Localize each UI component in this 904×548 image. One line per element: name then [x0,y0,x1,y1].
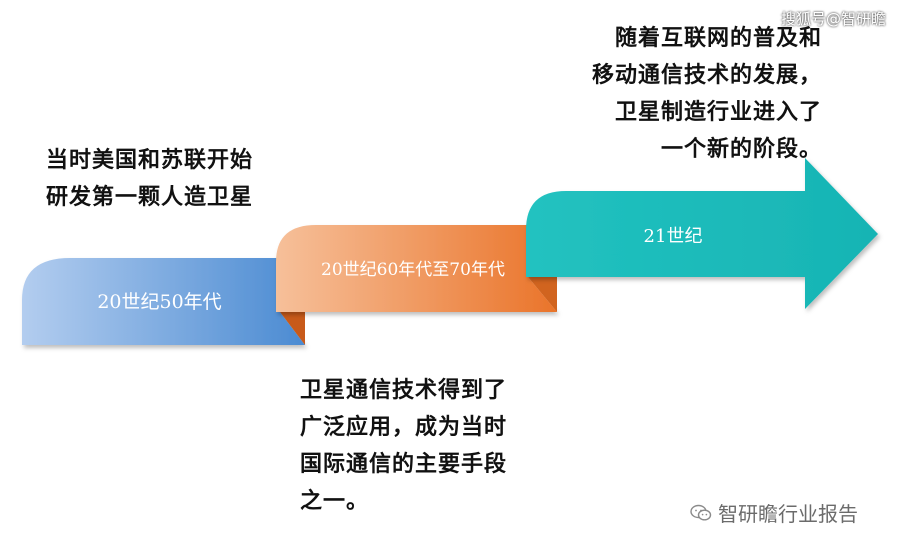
wechat-icon [690,504,712,521]
footer-source: 智研瞻行业报告 [690,498,858,527]
stage-2-note: 卫星通信技术得到了 广泛应用，成为当时 国际通信的主要手段 之一。 [300,378,508,514]
stage-2-label: 20世纪60年代至70年代 [321,260,505,280]
stage-1-ribbon [22,258,305,345]
stage-2-ribbon [276,225,557,312]
stage-3-arrow [526,158,878,309]
stage-1-label: 20世纪50年代 [97,291,222,313]
footer-text: 智研瞻行业报告 [718,502,858,526]
stage-1-note: 当时美国和苏联开始 研发第一颗人造卫星 [46,148,254,210]
stage-3-note: 随着互联网的普及和 移动通信技术的发展， 卫星制造行业进入了 一个新的阶段。 [591,26,822,162]
stage-3-fold [528,277,557,312]
stage-2-fold [280,312,305,345]
stage-3-label: 21世纪 [643,226,703,247]
watermark: 搜狐号@智研瞻 [780,10,886,28]
